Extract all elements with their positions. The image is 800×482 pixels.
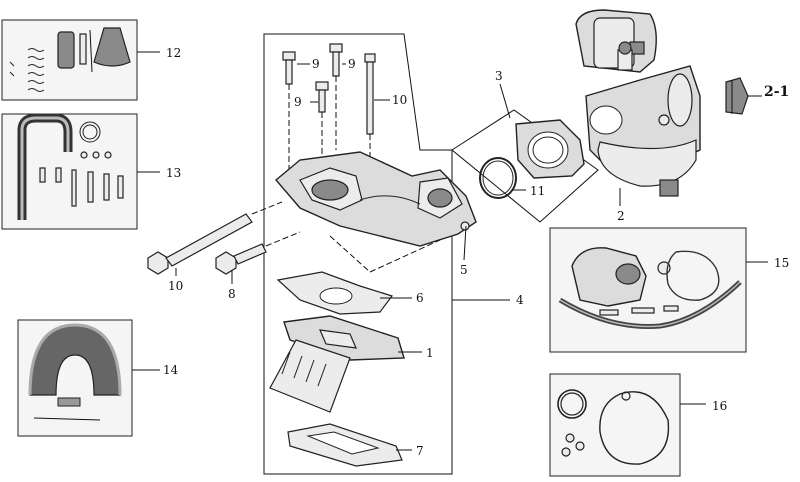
callout-7: 7 (416, 444, 424, 458)
long-bolt-10 (147, 201, 283, 275)
callout-15: 15 (774, 256, 789, 270)
gasket-6 (276, 271, 393, 315)
reed-valve-1 (269, 315, 405, 413)
callout-6: 6 (416, 291, 424, 305)
stud-10-vertical (364, 53, 376, 170)
callout-10-long-bolt: 10 (168, 279, 183, 293)
bolt-8 (215, 231, 301, 275)
callout-3: 3 (495, 69, 503, 83)
callout-8: 8 (228, 287, 236, 301)
callout-2: 2 (617, 209, 625, 223)
callout-11: 11 (530, 184, 545, 198)
kit-box-14 (17, 319, 160, 437)
bolt-9-left (282, 51, 296, 170)
kit-box-16 (549, 373, 706, 477)
callout-1: 1 (426, 346, 434, 360)
carburetor-2 (575, 9, 701, 197)
callout-9-left: 9 (312, 57, 320, 71)
callout-13: 13 (166, 166, 181, 180)
leader-lines (175, 63, 621, 451)
callout-14: 14 (163, 363, 179, 377)
callout-12: 12 (166, 46, 181, 60)
kit-box-15 (549, 227, 768, 353)
callout-4: 4 (516, 293, 524, 307)
callout-labels: 12 13 14 9 9 9 10 10 8 3 11 2 2-1 5 4 6 … (163, 46, 789, 458)
callout-16: 16 (712, 399, 727, 413)
callout-2-1: 2-1 (764, 84, 789, 100)
intake-manifold (275, 151, 477, 247)
kit-box-13 (1, 113, 160, 230)
callout-9-lower: 9 (294, 95, 302, 109)
gasket-7 (287, 423, 403, 467)
o-ring-11 (479, 157, 517, 199)
callout-5: 5 (460, 263, 468, 277)
insulator-group-3 (451, 109, 599, 223)
part-2-1 (725, 77, 762, 115)
callout-9-middle: 9 (348, 57, 356, 71)
callout-10-stud: 10 (392, 93, 407, 107)
kit-box-12 (1, 19, 160, 101)
bolt-9-middle (329, 43, 343, 150)
